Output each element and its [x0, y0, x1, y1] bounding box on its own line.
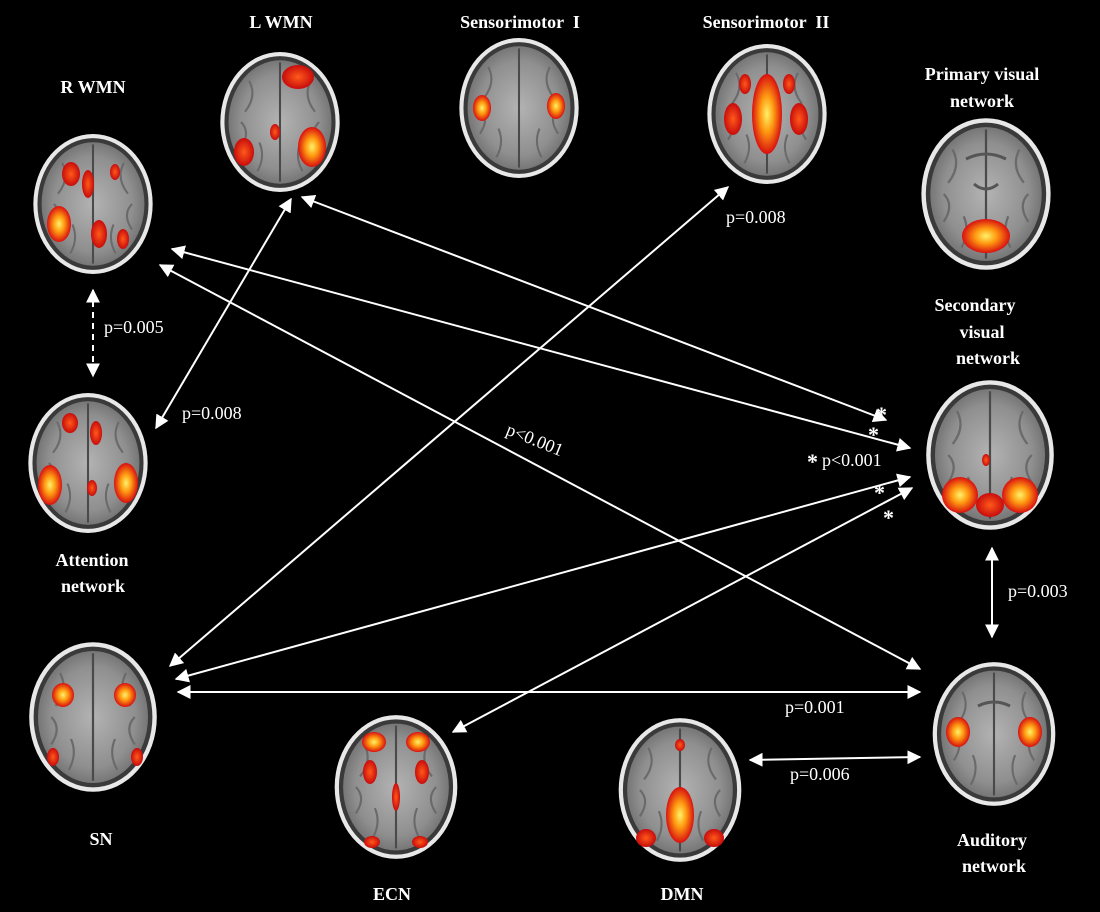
brain-secondary-visual [925, 379, 1055, 531]
star-3: * [807, 449, 818, 474]
label-auditory-2: network [962, 856, 1026, 876]
brain-primary-visual [920, 117, 1052, 271]
edge-sensorimotor2-sn [168, 186, 730, 667]
edge-ecn-secvis [451, 487, 914, 733]
p-secvis-stars: p<0.001 [822, 450, 882, 470]
label-auditory-1: Auditory [957, 830, 1027, 850]
label-attention-2: network [61, 576, 125, 596]
label-sensorimotor-2: Sensorimotor II [703, 12, 830, 32]
p-sensorimotor2-sn: p=0.008 [726, 207, 786, 227]
star-1: * [876, 402, 887, 427]
edge-dmn-auditory [748, 750, 922, 767]
p-rwmn-auditory: p<0.001 [504, 419, 567, 460]
brain-attention [27, 392, 149, 534]
brain-sensorimotor-1 [458, 37, 580, 179]
p-dmn-auditory: p=0.006 [790, 764, 850, 784]
star-5: * [883, 505, 894, 530]
p-secvis-auditory: p=0.003 [1008, 581, 1068, 601]
p-lwmn-attention: p=0.008 [182, 403, 242, 423]
brain-r-wmn [32, 133, 154, 275]
label-secondary-visual-2: visual [959, 322, 1004, 342]
label-sn: SN [89, 829, 112, 849]
brain-l-wmn [219, 51, 341, 193]
label-ecn: ECN [373, 884, 411, 904]
significance-stars: * * * * * [807, 402, 894, 530]
label-attention-1: Attention [56, 550, 129, 570]
label-l-wmn: L WMN [249, 12, 312, 32]
p-rwmn-attention: p=0.005 [104, 317, 164, 337]
brain-ecn [333, 714, 459, 860]
label-primary-visual-2: network [950, 91, 1014, 111]
label-secondary-visual-1: Secondary [935, 295, 1016, 315]
brain-sensorimotor-2 [706, 43, 828, 185]
brain-sn [28, 641, 158, 793]
edge-lwmn-attention [155, 197, 292, 430]
label-primary-visual-1: Primary visual [925, 64, 1040, 84]
label-r-wmn: R WMN [60, 77, 125, 97]
label-sensorimotor-1: Sensorimotor I [460, 12, 580, 32]
star-2: * [868, 422, 879, 447]
brain-auditory [931, 661, 1057, 807]
edges [86, 186, 999, 767]
edge-rwmn-auditory [158, 264, 922, 670]
brain-dmn [617, 717, 743, 863]
star-4: * [874, 480, 885, 505]
p-sn-auditory: p=0.001 [785, 697, 845, 717]
label-secondary-visual-3: network [956, 348, 1020, 368]
label-dmn: DMN [661, 884, 704, 904]
edge-sn-secvis [174, 473, 912, 683]
